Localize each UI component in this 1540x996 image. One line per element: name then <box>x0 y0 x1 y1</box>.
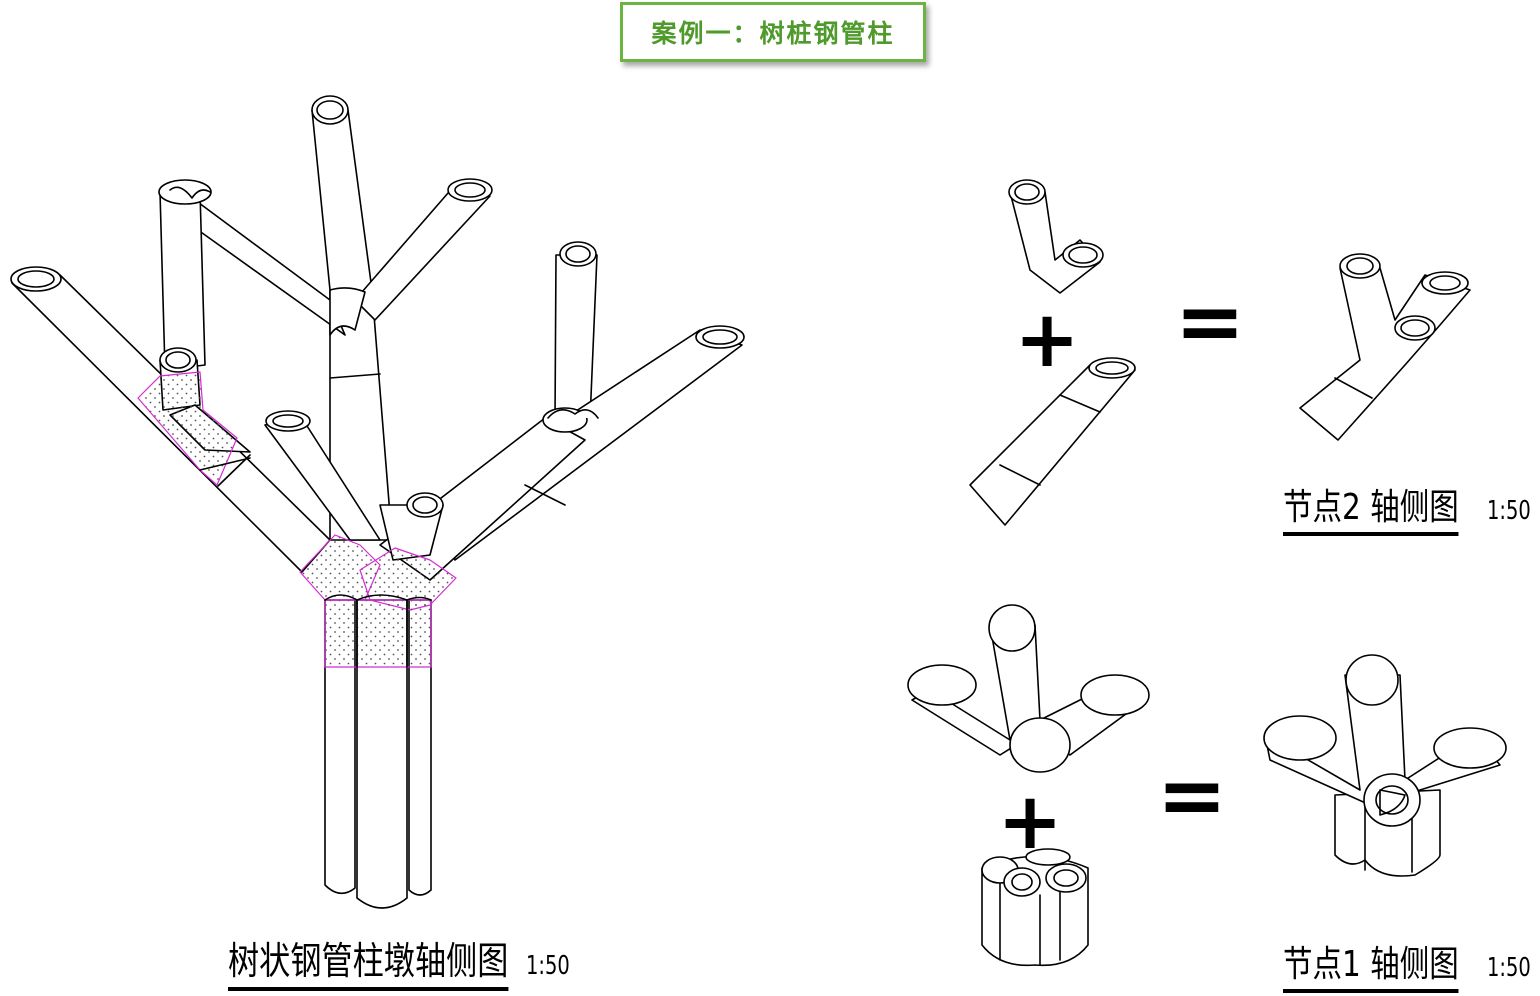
node2-plus-sign: + <box>1014 295 1079 385</box>
node2-equals-sign: = <box>1175 272 1245 370</box>
branch-upper-right <box>354 184 491 321</box>
caption-node2-label: 节点2 轴侧图 <box>1283 478 1459 536</box>
caption-node1-scale: 1:50 <box>1487 953 1532 983</box>
hatch-node-base <box>324 599 432 668</box>
branch-right-vertical <box>554 254 598 421</box>
caption-main-view-label: 树状钢管柱墩轴侧图 <box>228 930 509 991</box>
node2-part-b <box>969 364 1136 526</box>
caption-main-view: 树状钢管柱墩轴侧图 1:50 <box>228 930 584 991</box>
node1-equals-sign: = <box>1157 746 1227 844</box>
node2-assembled <box>1299 267 1471 441</box>
caption-main-view-scale: 1:50 <box>526 951 570 981</box>
node2-drawing: + = <box>969 179 1471 526</box>
caption-node1: 节点1 轴侧图 1:50 <box>1283 935 1540 993</box>
tree-column-drawing <box>10 95 745 909</box>
title-box: 案例一：树桩钢管柱 <box>620 2 926 62</box>
page-title: 案例一：树桩钢管柱 <box>651 19 895 48</box>
caption-node1-label: 节点1 轴侧图 <box>1283 935 1459 993</box>
branch-left-vertical <box>159 191 206 371</box>
trunk-leg-left <box>324 599 356 895</box>
caption-node2-scale: 1:50 <box>1487 496 1532 526</box>
trunk-leg-middle <box>356 599 408 909</box>
trunk-leg-right <box>408 599 432 896</box>
hatch-node-left <box>137 371 238 486</box>
caption-node2: 节点2 轴侧图 1:50 <box>1283 478 1540 536</box>
node1-drawing: + = <box>907 604 1507 967</box>
